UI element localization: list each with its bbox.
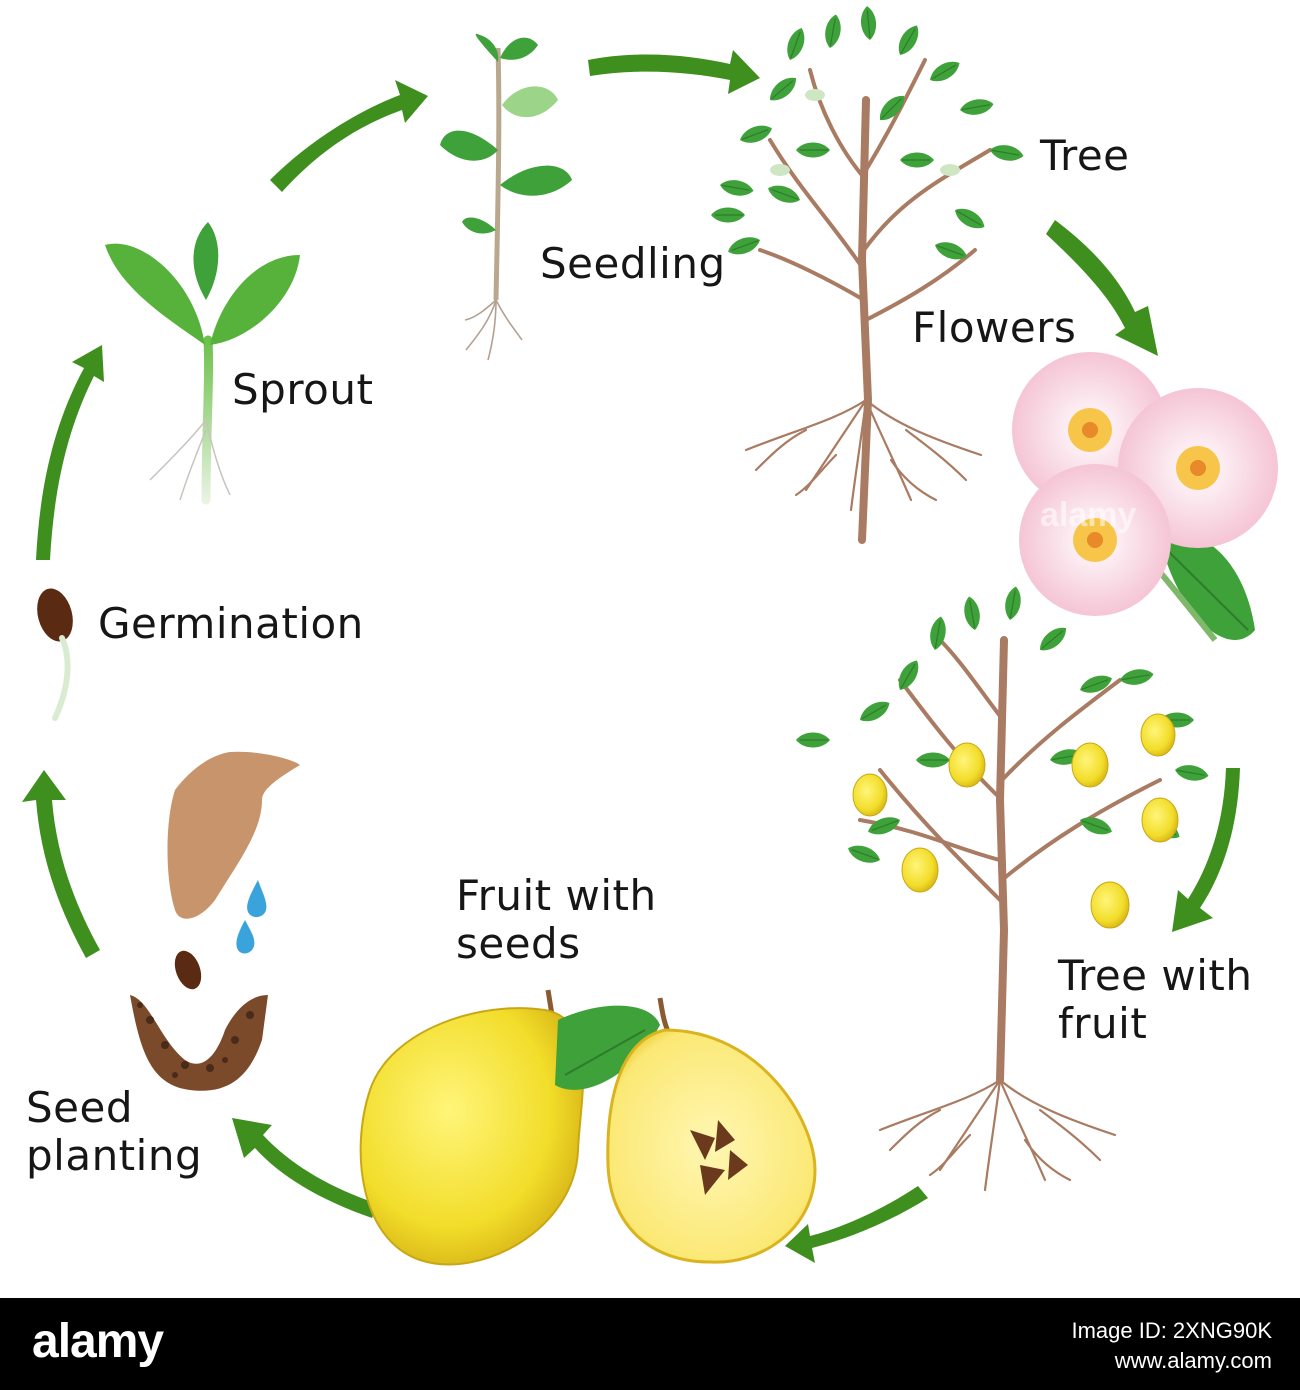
footer-bar: alamy Image ID: 2XNG90K www.alamy.com	[0, 1298, 1300, 1390]
cycle-arrow-icon	[232, 1118, 378, 1218]
cycle-arrows	[22, 50, 1240, 1263]
footer-image-id: Image ID: 2XNG90K	[1071, 1318, 1272, 1343]
footer-logo: alamy	[32, 1315, 164, 1368]
cycle-arrow-icon	[1172, 768, 1240, 932]
stage-label-tree-with-fruit: Tree with fruit	[1058, 951, 1253, 1048]
tree-icon	[710, 4, 1026, 544]
cycle-arrow-icon	[270, 80, 428, 192]
seedling-icon	[440, 33, 572, 361]
water-drop-icon	[236, 880, 267, 954]
quince-flowers-icon	[1012, 352, 1278, 642]
life-cycle-diagram	[22, 4, 1278, 1266]
cycle-arrow-icon	[36, 345, 104, 560]
sprout-icon	[105, 222, 300, 505]
cycle-arrow-icon	[22, 770, 100, 958]
cycle-arrow-icon	[1046, 220, 1158, 356]
stage-label-seed-planting: Seed planting	[26, 1083, 203, 1180]
flower-bottom	[1019, 464, 1171, 616]
watermark: alamy	[1040, 496, 1137, 534]
stage-label-flowers: Flowers	[912, 303, 1077, 352]
stage-label-sprout: Sprout	[232, 365, 374, 414]
cycle-arrow-icon	[588, 50, 760, 94]
footer-url: www.alamy.com	[1114, 1348, 1272, 1373]
stage-label-seedling: Seedling	[540, 239, 726, 288]
quince-fruit-icon	[359, 989, 817, 1266]
germinating-seed-icon	[37, 588, 73, 721]
quince-half-icon	[606, 1028, 817, 1264]
seed-icon	[174, 950, 202, 990]
stage-label-fruit-with-seeds: Fruit with seeds	[456, 871, 657, 968]
fruit-tree-icon	[795, 584, 1211, 1192]
cycle-arrow-icon	[785, 1186, 928, 1263]
stage-label-tree: Tree	[1040, 131, 1130, 180]
stage-label-germination: Germination	[98, 599, 364, 648]
hand-planting-icon	[130, 751, 300, 1091]
